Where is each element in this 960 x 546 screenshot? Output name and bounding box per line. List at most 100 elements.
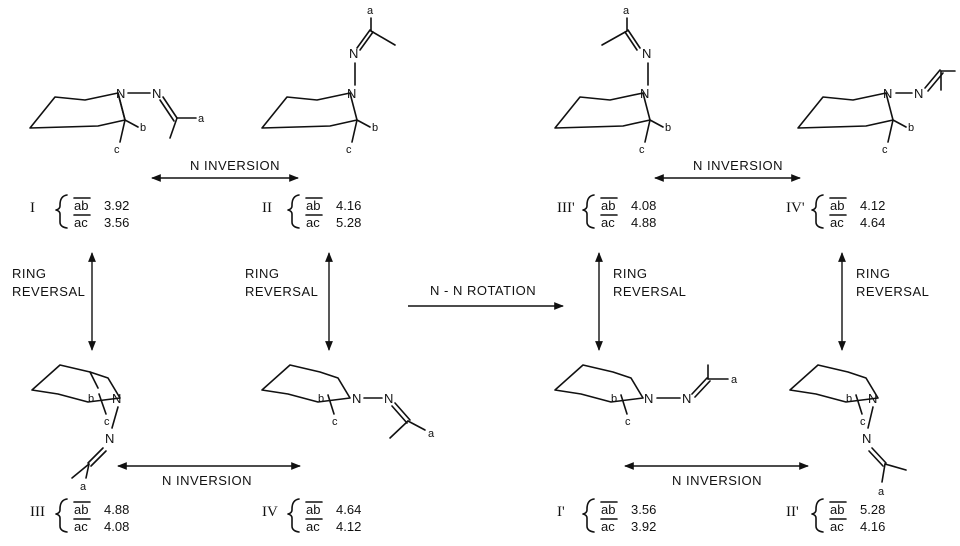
structure-IV: b c N N a (261, 364, 435, 440)
distance-ab-value: 4.88 (104, 502, 129, 517)
distance-ac-label: ac (306, 215, 320, 230)
distance-ab-label: ab (74, 198, 88, 213)
brace-icon (55, 194, 68, 229)
distance-ab-value: 4.16 (336, 198, 361, 213)
distance-ab-value: 4.08 (631, 198, 656, 213)
distance-ac-label: ac (74, 519, 88, 534)
atom-c: c (860, 416, 866, 428)
atom-N: N (868, 391, 877, 406)
distance-ab-value: 3.56 (631, 502, 656, 517)
distance-ac-label: ac (830, 519, 844, 534)
ring-reversal-label: REVERSAL (245, 284, 318, 299)
conformer-label: II (262, 200, 272, 216)
distance-ac-value: 4.12 (336, 519, 361, 534)
atom-N: N (914, 86, 923, 101)
atom-c: c (332, 416, 338, 428)
atom-a: a (80, 481, 87, 493)
distance-ab-label: ab (306, 502, 320, 517)
ring-reversal-label: REVERSAL (613, 284, 686, 299)
atom-b: b (88, 393, 94, 405)
structure-II: N N a b c (261, 5, 396, 156)
distance-ab-label: ab (601, 198, 615, 213)
conformer-label: IV' (786, 200, 805, 216)
atom-a: a (731, 374, 738, 386)
distance-ab-label: ab (830, 198, 844, 213)
brace-icon (582, 194, 595, 229)
distance-ac-value: 4.08 (104, 519, 129, 534)
distance-ac-label: ac (601, 215, 615, 230)
atom-b: b (846, 393, 852, 405)
atom-c: c (346, 144, 352, 156)
distance-ab-value: 4.64 (336, 502, 361, 517)
n-inversion-label: N INVERSION (190, 158, 280, 173)
atom-c: c (625, 416, 631, 428)
distance-table-II: II ab 4.16 ac 5.28 (262, 194, 361, 230)
n-inversion-label: N INVERSION (693, 158, 783, 173)
atom-N: N (152, 86, 161, 101)
atom-N: N (347, 86, 356, 101)
nn-rotation-label: N - N ROTATION (430, 283, 536, 298)
distance-ab-label: ab (601, 502, 615, 517)
atom-a: a (428, 428, 435, 440)
atom-a: a (198, 113, 205, 125)
distance-ab-label: ab (830, 502, 844, 517)
atom-N: N (642, 46, 651, 61)
distance-ab-label: ab (306, 198, 320, 213)
atom-N: N (883, 86, 892, 101)
atom-a: a (878, 486, 885, 498)
distance-ac-label: ac (74, 215, 88, 230)
structure-II-prime: b c N N a (789, 364, 907, 498)
distance-ac-value: 4.64 (860, 215, 885, 230)
atom-N: N (640, 86, 649, 101)
atom-a: a (367, 5, 374, 17)
atom-N: N (349, 46, 358, 61)
brace-icon (287, 498, 300, 533)
atom-b: b (908, 122, 914, 134)
distance-table-III: III ab 4.88 ac 4.08 (30, 498, 129, 534)
distance-ac-value: 5.28 (336, 215, 361, 230)
atom-c: c (114, 144, 120, 156)
ring-reversal-label: REVERSAL (12, 284, 85, 299)
brace-icon (811, 194, 824, 229)
distance-table-IV: IV ab 4.64 ac 4.12 (262, 498, 361, 534)
atom-N: N (105, 431, 114, 446)
ring-reversal-label: RING (12, 266, 47, 281)
distance-ab-value: 4.12 (860, 198, 885, 213)
n-inversion-label: N INVERSION (162, 473, 252, 488)
ring-reversal-label: REVERSAL (856, 284, 929, 299)
atom-N: N (352, 391, 361, 406)
n-inversion-label: N INVERSION (672, 473, 762, 488)
distance-ac-value: 4.88 (631, 215, 656, 230)
ring-reversal-label: RING (856, 266, 891, 281)
ring-reversal-label: RING (245, 266, 280, 281)
distance-ac-label: ac (601, 519, 615, 534)
conformer-label: IV (262, 504, 278, 520)
structure-III-prime: N N a b c (554, 5, 671, 156)
brace-icon (811, 498, 824, 533)
distance-ac-value: 3.92 (631, 519, 656, 534)
structure-I: N N a b c (29, 86, 205, 156)
conformer-label: III (30, 504, 45, 520)
distance-ab-label: ab (74, 502, 88, 517)
distance-ac-value: 4.16 (860, 519, 885, 534)
atom-b: b (140, 122, 146, 134)
atom-N: N (644, 391, 653, 406)
atom-c: c (639, 144, 645, 156)
structure-III: b N c N a (31, 364, 121, 493)
atom-b: b (372, 122, 378, 134)
brace-icon (582, 498, 595, 533)
distance-ab-value: 5.28 (860, 502, 885, 517)
atom-b: b (665, 122, 671, 134)
atom-N: N (116, 86, 125, 101)
atom-c: c (104, 416, 110, 428)
distance-ac-value: 3.56 (104, 215, 129, 230)
atom-N: N (862, 431, 871, 446)
distance-ac-label: ac (306, 519, 320, 534)
brace-icon (55, 498, 68, 533)
